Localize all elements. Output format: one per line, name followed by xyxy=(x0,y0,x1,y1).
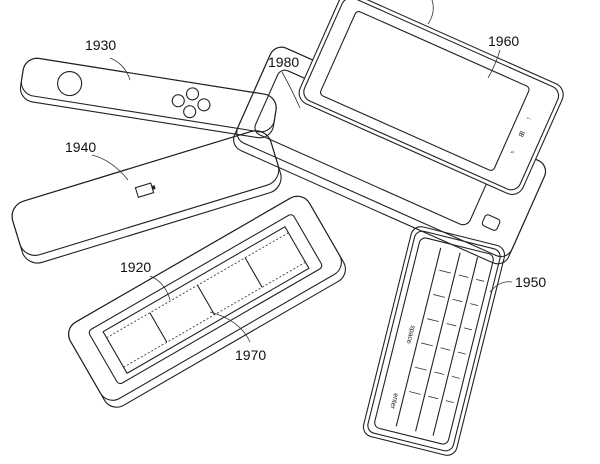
keyboard-accessory: space enter xyxy=(362,226,506,456)
film-scanner-accessory xyxy=(68,195,346,408)
enter-key: enter xyxy=(388,392,399,410)
button-cluster-icon xyxy=(171,87,211,119)
label-1920: 1920 xyxy=(120,259,151,275)
back-icon: ← xyxy=(525,114,534,123)
battery-accessory xyxy=(11,130,282,264)
search-icon: ⌕ xyxy=(509,148,516,156)
label-1940: 1940 xyxy=(65,139,96,155)
game-controller-accessory xyxy=(19,57,277,139)
label-1980: 1980 xyxy=(268,54,299,70)
label-1950: 1950 xyxy=(515,274,546,290)
label-1970: 1970 xyxy=(235,347,266,363)
phone-display-slider: ← ⊞ ⌕ xyxy=(298,0,564,195)
windows-icon: ⊞ xyxy=(517,130,525,139)
film-strip xyxy=(102,225,310,375)
joystick-icon xyxy=(57,70,83,97)
label-1960: 1960 xyxy=(488,33,519,49)
battery-icon xyxy=(134,182,156,199)
home-button-icon xyxy=(481,214,501,231)
label-1930: 1930 xyxy=(85,37,116,53)
space-key: space xyxy=(405,325,416,345)
